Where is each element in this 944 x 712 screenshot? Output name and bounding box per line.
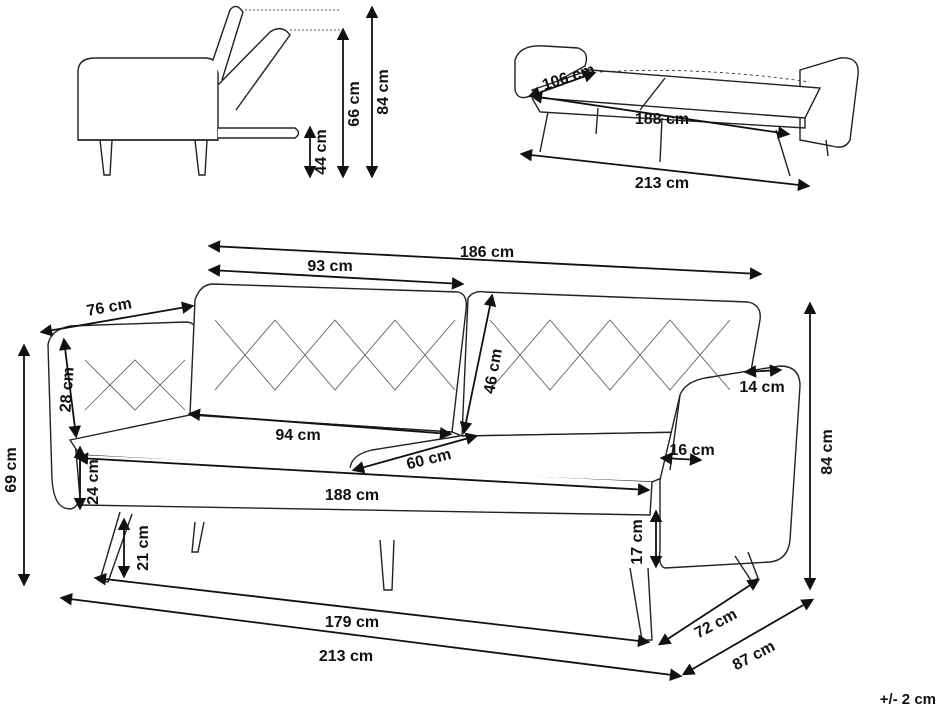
side-height-66-label: 66 cm (346, 81, 363, 126)
leg-height-left-label: 21 cm (135, 525, 152, 570)
overall-back-width-label: 186 cm (460, 244, 514, 261)
back-height-line (459, 293, 497, 435)
seat-thickness-label: 24 cm (85, 459, 102, 504)
seat-length-line (75, 452, 651, 496)
leg-span-label: 179 cm (325, 614, 379, 631)
arm-top-width-line (659, 452, 703, 466)
bed-length-label: 188 cm (635, 111, 689, 128)
arm-top-width-label: 16 cm (669, 442, 714, 459)
arm-height-label: 69 cm (3, 447, 20, 492)
bed-length-line (529, 91, 791, 139)
armrest-inner-height-label: 28 cm (57, 366, 77, 412)
total-height-label: 84 cm (819, 429, 836, 474)
main-view (47, 283, 801, 641)
seat-width-each-label: 94 cm (275, 427, 320, 444)
leg-span-line (93, 572, 651, 648)
side-height-44-label: 44 cm (313, 129, 330, 174)
total-width-label: 213 cm (319, 648, 373, 665)
arm-width-line (743, 364, 783, 378)
total-width-line (59, 593, 683, 681)
side-view (77, 5, 340, 176)
leg-height-right-label: 17 cm (629, 519, 646, 564)
seat-length-label: 188 cm (325, 487, 379, 504)
armrest-depth-label: 76 cm (85, 295, 133, 320)
overall-back-width-line (207, 240, 763, 280)
seat-width-each-line (187, 408, 453, 440)
back-cushion-width-label: 93 cm (307, 258, 352, 275)
bed-view-dimensions (519, 70, 811, 192)
armrest-inner-height-line (58, 337, 82, 439)
bed-total-width-label: 213 cm (635, 175, 689, 192)
side-view-dimensions (303, 5, 379, 179)
tolerance-note: +/- 2 cm (879, 691, 936, 708)
bed-total-width-line (519, 148, 811, 192)
arm-width-label: 14 cm (739, 379, 784, 396)
leg-depth-label: 72 cm (692, 606, 740, 642)
side-height-84-label: 84 cm (375, 69, 392, 114)
back-cushion-width-line (207, 264, 465, 290)
armrest-depth-line (39, 301, 195, 337)
main-view-dimensions (17, 240, 817, 681)
total-depth-line (681, 598, 815, 676)
